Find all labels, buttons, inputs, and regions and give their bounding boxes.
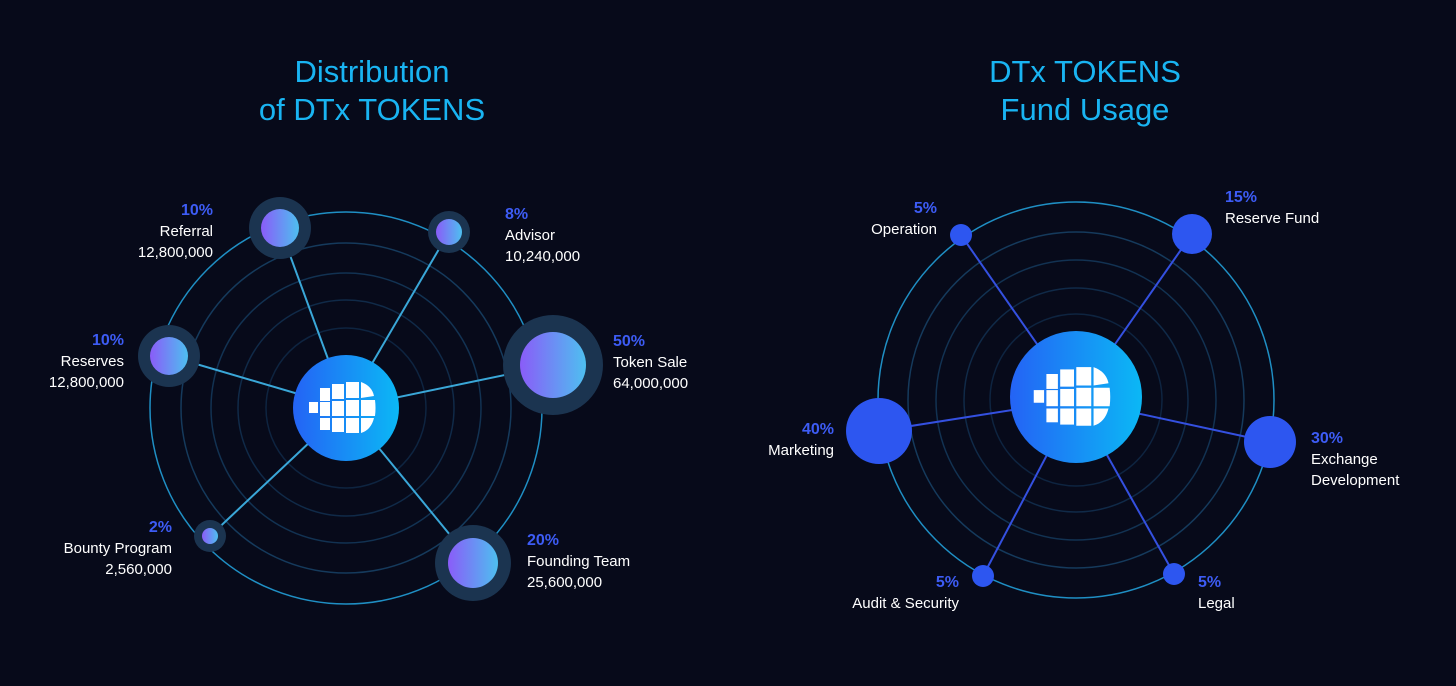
category: Token Sale [613, 354, 688, 371]
label-founding-team: 20% Founding Team 25,600,000 [527, 530, 630, 593]
percent: 10% [91, 332, 124, 349]
node-bounty [194, 520, 226, 552]
node-reserve-fund [1172, 214, 1212, 254]
amount: 10,240,000 [505, 248, 581, 265]
node-reserves [138, 325, 200, 387]
percent: 2% [148, 519, 172, 536]
percent: 5% [935, 574, 959, 591]
title-line: Fund Usage [1000, 92, 1170, 127]
node-token-sale [503, 315, 603, 415]
percent: 15% [1225, 189, 1258, 206]
category: Marketing [768, 442, 834, 459]
category: Operation [871, 221, 937, 238]
label-audit: 5% Audit & Security [852, 572, 959, 614]
amount: 64,000,000 [613, 375, 689, 392]
percent: 5% [1198, 574, 1222, 591]
amount: 12,800,000 [137, 244, 213, 261]
node-operation [950, 224, 972, 246]
node-audit [972, 565, 994, 587]
percent: 20% [527, 532, 560, 549]
label-reserve-fund: 15% Reserve Fund [1225, 187, 1319, 229]
percent: 5% [913, 200, 937, 217]
percent: 10% [180, 202, 213, 219]
fund-usage-chart [846, 201, 1296, 599]
node-founding-team [435, 525, 511, 601]
node-legal [1163, 563, 1185, 585]
label-exchange: 30% Exchange Development [1311, 428, 1399, 491]
category: Reserve Fund [1225, 210, 1320, 227]
label-marketing: 40% Marketing [768, 419, 834, 461]
chart-title-distribution: Distribution of DTx TOKENS [172, 53, 572, 129]
percent: 50% [613, 333, 646, 350]
label-advisor: 8% Advisor 10,240,000 [505, 204, 580, 267]
category: Legal [1198, 595, 1235, 612]
title-line: Distribution [294, 54, 450, 89]
node-exchange [1244, 416, 1296, 468]
category: Reserves [60, 353, 124, 370]
node-marketing [846, 398, 912, 464]
amount: 2,560,000 [105, 561, 172, 578]
category-line2: Development [1311, 472, 1400, 489]
category: Founding Team [527, 553, 631, 570]
percent: 40% [801, 421, 834, 438]
percent: 8% [505, 206, 529, 223]
category: Referral [159, 223, 213, 240]
center-logo-circle [1010, 331, 1142, 463]
label-referral: 10% Referral 12,800,000 [138, 200, 213, 263]
label-reserves: 10% Reserves 12,800,000 [49, 330, 124, 393]
category: Exchange [1311, 451, 1378, 468]
node-referral [249, 197, 311, 259]
node-advisor [428, 211, 470, 253]
amount: 25,600,000 [527, 574, 603, 591]
distribution-chart [138, 197, 603, 605]
amount: 12,800,000 [48, 374, 124, 391]
chart-title-fund-usage: DTx TOKENS Fund Usage [885, 53, 1285, 129]
label-operation: 5% Operation [871, 198, 937, 240]
title-line: of DTx TOKENS [258, 92, 486, 127]
category: Audit & Security [852, 595, 959, 612]
category: Advisor [505, 227, 556, 244]
category: Bounty Program [63, 540, 172, 557]
title-line: DTx TOKENS [989, 54, 1181, 89]
percent: 30% [1311, 430, 1344, 447]
label-legal: 5% Legal [1198, 572, 1235, 614]
label-token-sale: 50% Token Sale 64,000,000 [613, 331, 688, 394]
label-bounty: 2% Bounty Program 2,560,000 [64, 517, 172, 580]
